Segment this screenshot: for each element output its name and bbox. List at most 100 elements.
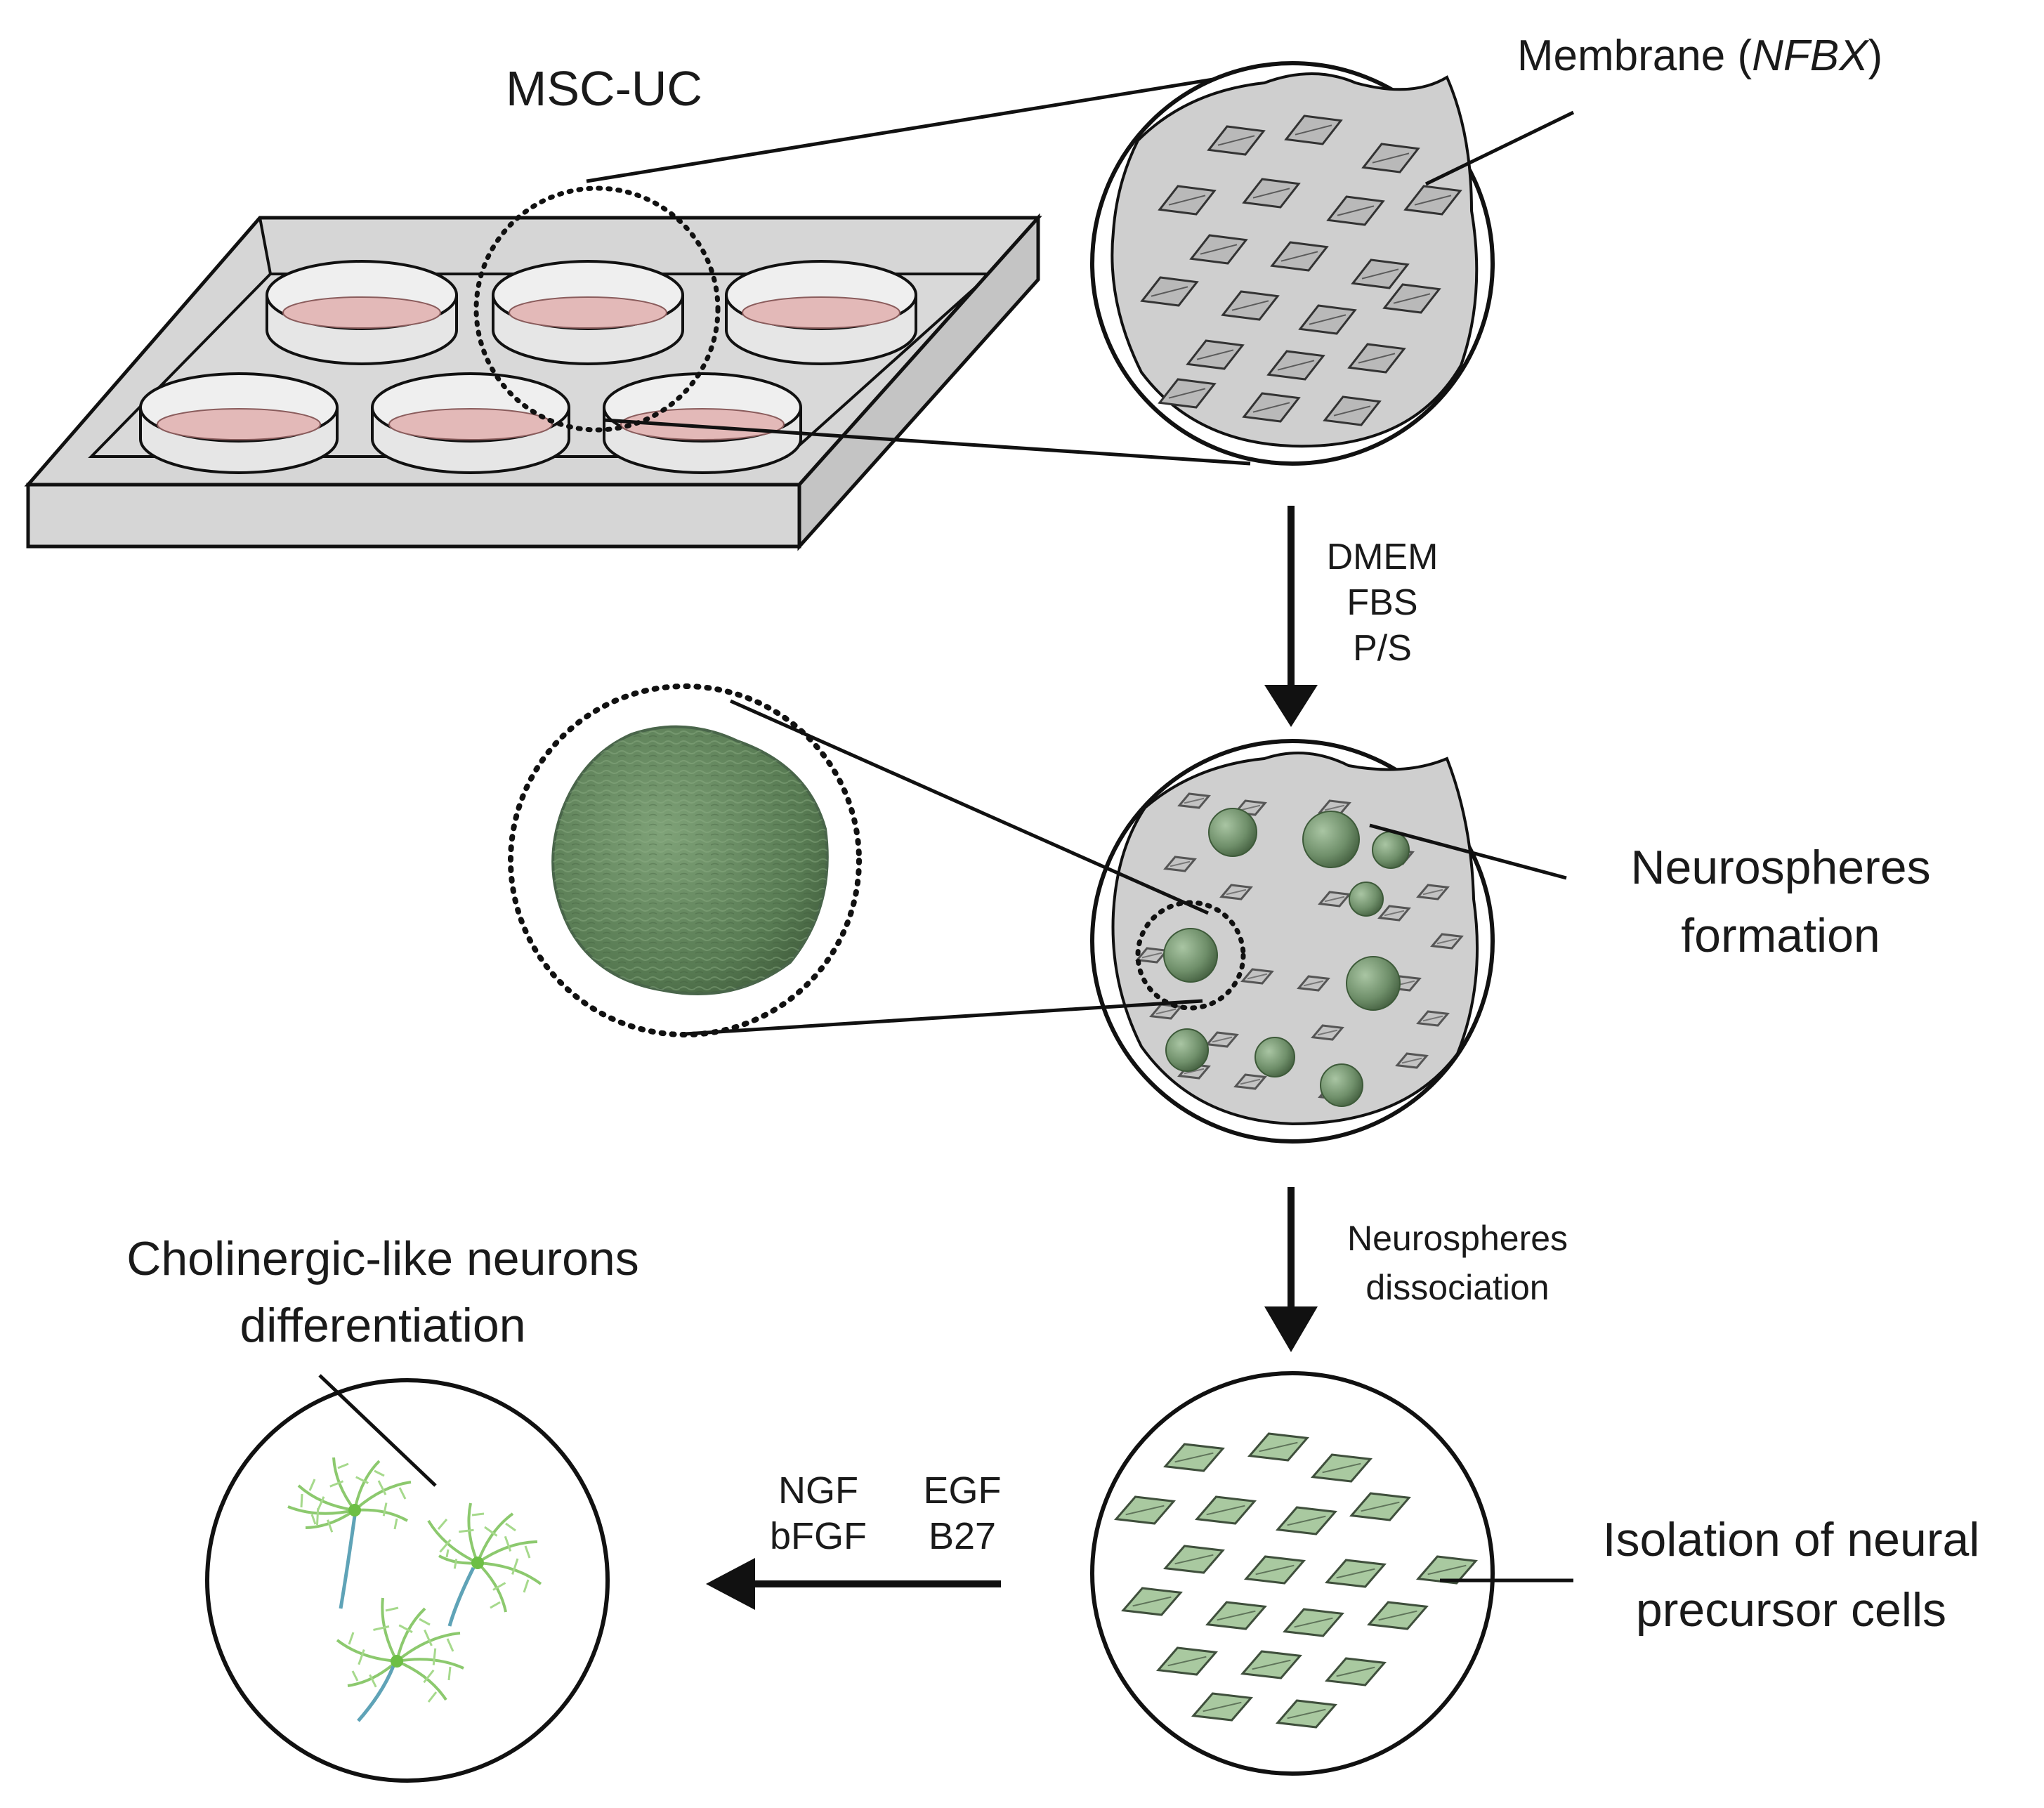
neurosphere (1208, 808, 1257, 857)
membrane-cell (1347, 343, 1406, 374)
msc-uc-label: MSC-UC (506, 61, 702, 116)
precursor-cell (1367, 1601, 1429, 1630)
precursor-cell (1240, 1650, 1302, 1679)
membrane-pointer (1424, 110, 1575, 186)
precursor-cell (1191, 1692, 1253, 1722)
dissociation-label-2: dissociation (1365, 1268, 1549, 1307)
factor-egf: EGF (923, 1469, 1001, 1512)
media-fbs: FBS (1347, 582, 1417, 623)
membrane-cell (1158, 185, 1217, 216)
scattered-cell (1430, 933, 1464, 950)
precursor-cell (1163, 1443, 1225, 1472)
petri-dish (725, 260, 917, 365)
petri-dish (492, 260, 684, 365)
neurosphere (1372, 831, 1410, 869)
membrane-cell (1361, 143, 1420, 173)
scattered-cell (1297, 975, 1330, 992)
scattered-cell (1395, 1052, 1429, 1069)
scattered-cell (1205, 1031, 1239, 1048)
neurosphere (1165, 1028, 1209, 1072)
scattered-cell (1177, 792, 1211, 809)
petri-dish (371, 372, 570, 474)
membrane-cell (1403, 185, 1462, 216)
tray-side (797, 213, 1040, 551)
precursor-cell (1276, 1506, 1337, 1535)
neurosphere (1163, 928, 1218, 983)
scattered-cell (1311, 1024, 1344, 1041)
neurosphere (1302, 811, 1360, 868)
factor-b27: B27 (929, 1515, 996, 1557)
petri-dish (139, 372, 339, 474)
neurosphere (1320, 1063, 1363, 1107)
precursor-cell (1163, 1545, 1225, 1574)
scattered-cell (1416, 1010, 1450, 1027)
precursor-cell (1325, 1657, 1387, 1686)
cholinergic-label-1: Cholinergic-like neurons (126, 1232, 638, 1285)
neurosphere-circle (1090, 739, 1495, 1144)
precursor-cell (1195, 1495, 1257, 1525)
membrane-cells (1140, 114, 1462, 426)
membrane-cell (1382, 283, 1441, 314)
zoom-line (729, 699, 1210, 915)
precursor-cell (1121, 1587, 1183, 1616)
membrane-cell (1284, 114, 1343, 145)
zoom-line (603, 418, 1251, 466)
precursor-cells (1114, 1432, 1478, 1729)
membrane-cell (1351, 258, 1410, 289)
precursor-cell (1276, 1699, 1337, 1729)
precursor-cell (1114, 1495, 1176, 1525)
scattered-cell (1163, 856, 1197, 872)
membrane-cell (1323, 395, 1382, 426)
precursor-cell (1156, 1646, 1218, 1676)
petri-dish (266, 260, 458, 365)
neuron (427, 1502, 542, 1627)
membrane-cell (1242, 178, 1301, 209)
membrane-cell (1266, 350, 1325, 381)
scattered-cell (1219, 884, 1253, 900)
neurospheres-label-2: formation (1681, 909, 1880, 962)
factor-ngf: NGF (778, 1469, 858, 1512)
precursor-cell (1311, 1453, 1373, 1483)
arrow-down-2 (1264, 1187, 1318, 1352)
precursor-cell (1325, 1559, 1387, 1588)
isolation-label-2: precursor cells (1636, 1583, 1946, 1637)
precursor-cell (1283, 1608, 1344, 1637)
membrane-cell (1326, 195, 1385, 226)
dissociation-label-1: Neurospheres (1347, 1219, 1568, 1258)
membrane-label: Membrane (NFBX) (1517, 32, 1882, 80)
neurosphere-membrane (1111, 752, 1479, 1126)
neurosphere (1254, 1037, 1295, 1077)
membrane-cell (1221, 290, 1280, 321)
membrane-cell (1140, 276, 1199, 307)
cholinergic-neurons (287, 1457, 542, 1722)
neurospheres-label-1: Neurospheres (1630, 841, 1930, 894)
precursor-cell (1349, 1492, 1411, 1521)
neuron-circle (205, 1378, 610, 1783)
membrane-cell (1298, 304, 1357, 335)
isolation-label-1: Isolation of neural (1603, 1513, 1980, 1566)
precursor-cell (1205, 1601, 1267, 1630)
neurosphere (1349, 882, 1384, 917)
scattered-cell (1240, 968, 1274, 985)
neuron (287, 1457, 412, 1609)
membrane-cell (1186, 339, 1245, 370)
precursor-circle (1090, 1371, 1495, 1776)
sphere-magnifier (1135, 900, 1246, 1011)
neuron (336, 1597, 464, 1722)
media-ps: P/S (1353, 628, 1412, 669)
petri-dishes (139, 260, 917, 474)
membrane-cell (1207, 125, 1266, 156)
media-dmem: DMEM (1327, 537, 1439, 577)
tray-front (26, 483, 801, 549)
neurospheres (1163, 808, 1410, 1107)
scattered-cell (1416, 884, 1450, 900)
membrane-cell (1270, 241, 1329, 272)
arrow-left (706, 1558, 1001, 1610)
cholinergic-label-2: differentiation (240, 1299, 525, 1352)
precursor-cell (1247, 1432, 1309, 1462)
dish-magnifier-circle (473, 185, 721, 433)
arrow-down-1 (1264, 506, 1318, 727)
neurospheres-pointer (1369, 823, 1567, 880)
neurosphere (1346, 956, 1401, 1011)
factor-bfgf: bFGF (770, 1515, 867, 1557)
